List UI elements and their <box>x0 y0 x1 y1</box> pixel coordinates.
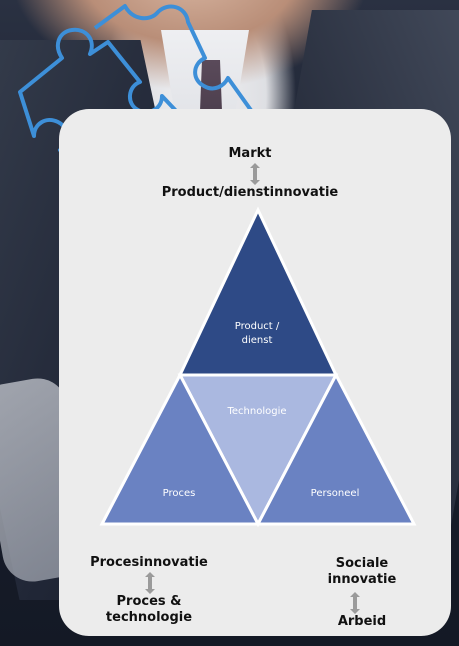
market-label: Markt <box>228 146 272 161</box>
double-arrow-icon <box>250 163 260 185</box>
social-innovation-label: Sociale innovatie <box>312 556 412 589</box>
process-label: Proces <box>163 488 196 499</box>
social-innovation-line1: Sociale <box>335 556 389 571</box>
process-triangle <box>99 371 261 526</box>
process-technology-line2: technologie <box>105 610 193 626</box>
double-arrow-icon <box>145 572 155 594</box>
product-innovation-label: Product/dienstinnovatie <box>161 185 339 200</box>
product-service-label-line1: Product / <box>235 321 280 332</box>
process-technology-line1: Proces & <box>116 594 182 609</box>
process-technology-label: Proces & technologie <box>94 594 204 627</box>
technology-label: Technologie <box>226 406 286 417</box>
social-innovation-line2: innovatie <box>327 572 397 588</box>
double-arrow-icon <box>350 592 360 614</box>
labour-label: Arbeid <box>337 614 387 629</box>
personnel-label: Personeel <box>311 488 360 499</box>
product-service-label-line2: dienst <box>242 335 273 346</box>
personnel-triangle <box>255 371 417 526</box>
product-triangle <box>177 206 339 377</box>
process-innovation-label: Procesinnovatie <box>90 555 208 570</box>
